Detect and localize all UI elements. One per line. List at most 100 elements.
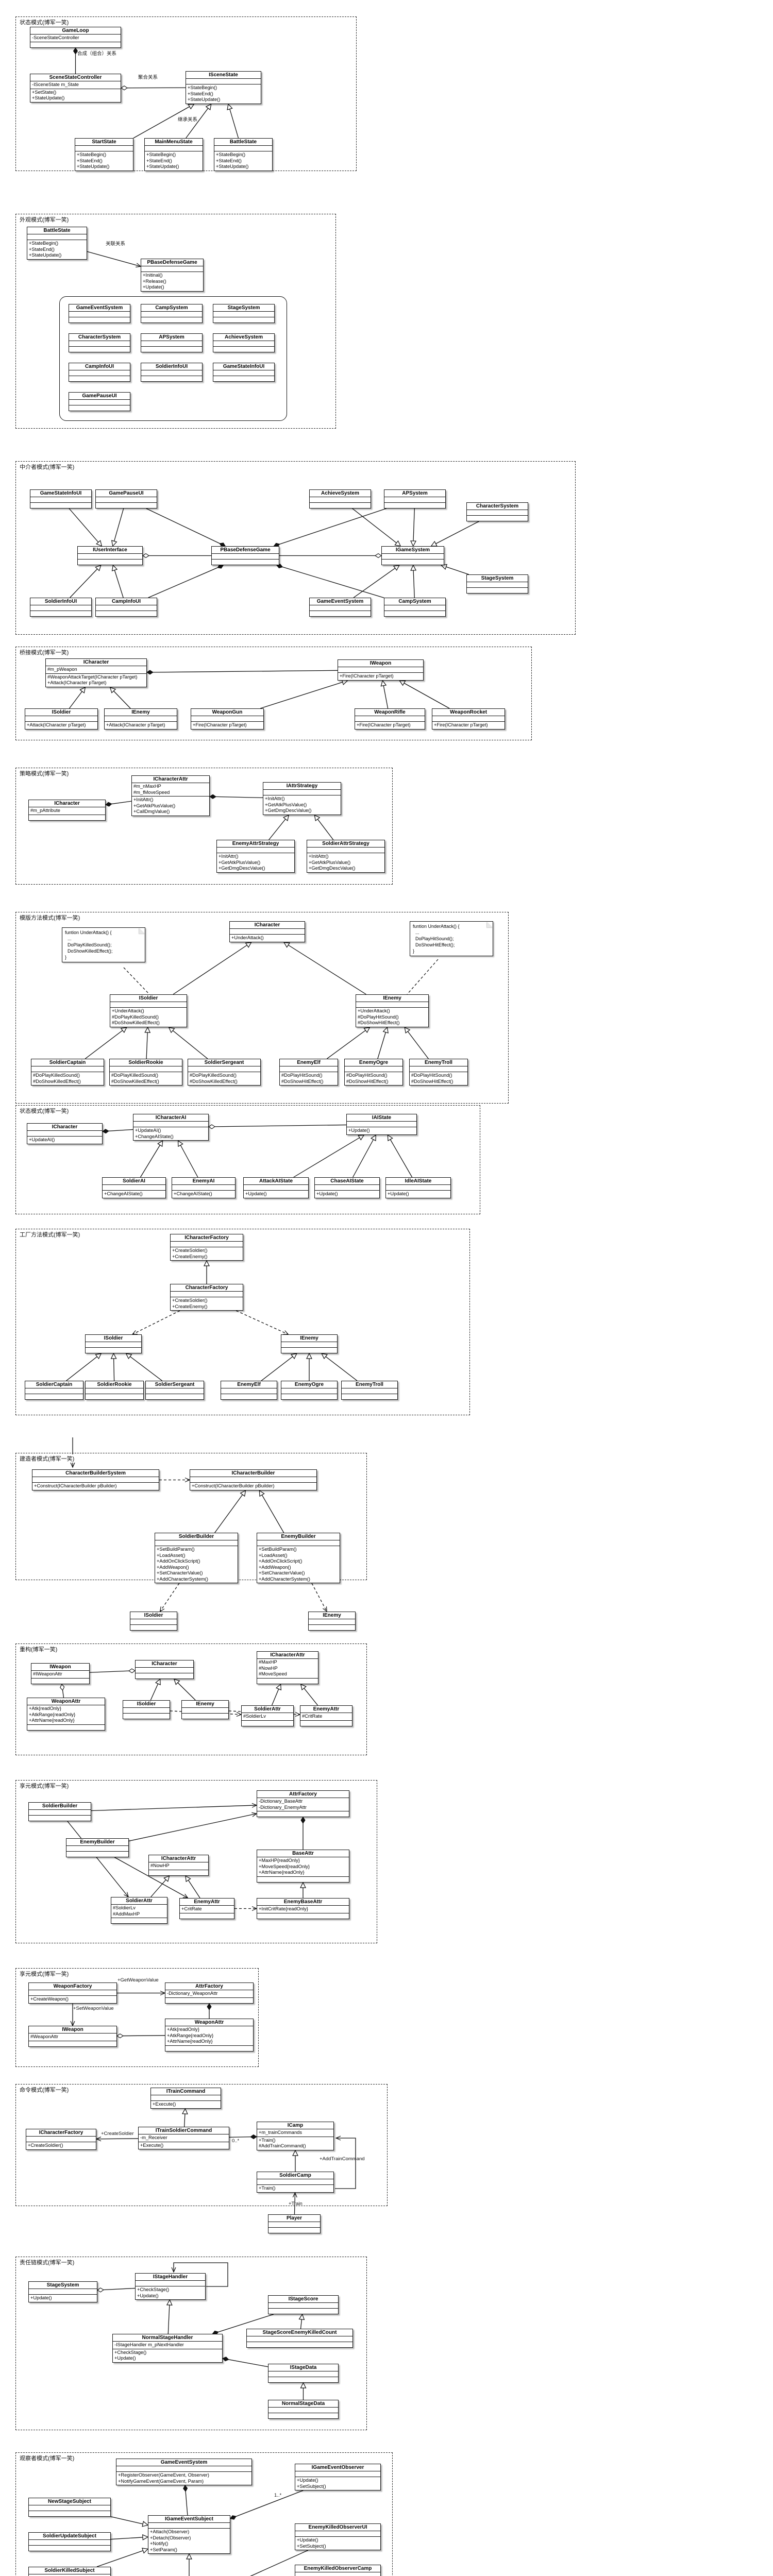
uml-edge-inherit: [380, 680, 389, 709]
class-methods: +Fire(ICharacter pTarget): [432, 721, 505, 729]
class-attributes: [96, 605, 157, 611]
class-methods: [25, 1394, 83, 1399]
class-attributes: [382, 553, 444, 559]
class-attributes: [136, 2280, 205, 2286]
class-name: SoldierAI: [123, 1178, 145, 1184]
class-methods: [281, 1394, 337, 1399]
class-method-row: +Update(): [348, 1128, 370, 1133]
uml-edge-inherit: [440, 564, 469, 575]
class-attribute-row: -Dictionary_BaseAttr: [259, 1799, 303, 1804]
class-methods: [213, 317, 274, 323]
class-method-row: #DoPlayKilledSound(): [111, 1073, 158, 1078]
uml-class-box: EnemyElf: [221, 1381, 277, 1400]
class-attributes: [263, 789, 341, 795]
uml-class-box: WeaponRifle+Fire(ICharacter pTarget): [355, 708, 425, 730]
class-attributes: [96, 497, 157, 502]
class-attributes: [25, 1388, 83, 1394]
class-methods: +Update(): [347, 1127, 416, 1134]
uml-class-box: ICharacterAttr#NowHP: [148, 1855, 209, 1876]
uml-class-box: AttrFactory-Dictionary_WeaponAttr: [165, 1982, 254, 2004]
class-methods: +InitAttr()+GetAtkPlusValue()+GetDmgDesc…: [217, 853, 294, 872]
class-name: IEnemy: [323, 1613, 341, 1618]
class-methods: [268, 2227, 320, 2233]
uml-class-box: ISoldier: [85, 1334, 142, 1353]
uml-edge-composition: [212, 2314, 274, 2335]
class-methods: +StateBegin()+StateEnd()+StateUpdate(): [145, 151, 203, 171]
uml-class-box: IEnemy: [181, 1700, 229, 1719]
uml-class-box: GameEventSystem: [69, 304, 130, 323]
class-name: CharacterBuilderSystem: [65, 1470, 126, 1476]
class-attributes: [257, 1540, 340, 1546]
uml-class-box: ICharacter#m_pAttribute: [28, 800, 106, 821]
class-methods: +Update(): [386, 1190, 450, 1198]
uml-class-box: SoldierAttrStrategy+InitAttr()+GetAtkPlu…: [307, 840, 385, 873]
class-attribute-row: -m_Receiver: [140, 2135, 167, 2140]
class-attributes: [116, 2466, 251, 2471]
class-methods: +Initinal()+Release()+Update(): [141, 272, 203, 291]
class-attributes: -SceneStateController: [30, 34, 121, 42]
uml-class-box: ICharacterAttr#m_nMaxHP#m_fMoveSpeed+Ini…: [131, 775, 210, 816]
class-attributes: [133, 1121, 208, 1127]
note-fold-corner-icon: [139, 928, 145, 934]
class-name: EnemyTroll: [356, 1382, 383, 1387]
uml-edge-inherit: [268, 814, 290, 840]
uml-edge-inherit: [327, 1027, 371, 1059]
class-attributes: [345, 1066, 402, 1072]
pattern-section: [15, 1643, 367, 1755]
class-methods: +UpdateAI(): [27, 1136, 102, 1144]
uml-edge-inherit: [85, 1027, 127, 1059]
uml-class-box: APSystem: [384, 489, 446, 509]
section-title: 策略模式(博军一笑): [19, 769, 70, 777]
class-attribute-row: #m_pWeapon: [47, 667, 77, 672]
class-methods: +Execute(): [139, 2141, 229, 2149]
class-name: ISoldier: [104, 1335, 123, 1341]
class-name: APSystem: [402, 490, 428, 496]
class-name: GameLoop: [62, 28, 89, 33]
class-attributes: [347, 1121, 416, 1127]
uml-class-box: AchieveSystem: [213, 333, 275, 352]
class-attributes: [141, 341, 202, 346]
class-name: IAIState: [372, 1115, 392, 1121]
uml-class-box: IEnemy+UnderAttack()#DoPlayHitSound()#Do…: [356, 994, 429, 1027]
class-name: IAttrStrategy: [286, 783, 318, 789]
class-method-row: +GetDmgDescValue(): [219, 866, 265, 871]
class-attributes: [145, 145, 203, 151]
class-attribute-row: #AddMaxHP: [113, 1911, 140, 1917]
class-method-row: +StateBegin(): [77, 152, 107, 157]
class-methods: +Train(): [257, 2184, 333, 2192]
uml-edge-composition: [146, 508, 226, 547]
note-text-line: DoShowKilledEffect();: [65, 948, 113, 954]
pattern-section: [15, 768, 393, 885]
class-name: SoldierCaptain: [49, 1060, 86, 1065]
class-name: SoldierBuilder: [42, 1803, 78, 1809]
class-name: SoldierUpdateSubject: [43, 2533, 96, 2539]
class-method-row: +ChangeAIState(): [135, 1133, 174, 1139]
class-attributes: [190, 1477, 316, 1482]
uml-class-box: IAIState +Update(): [346, 1114, 417, 1135]
uml-class-box: IWeapon#IWeaponAttr: [31, 1663, 90, 1684]
class-attribute-row: #NowHP: [259, 1665, 278, 1671]
class-attributes: [25, 716, 97, 721]
uml-class-box: SoldierAI+ChangeAIState(): [102, 1177, 166, 1198]
class-name: SoldierSergeant: [155, 1382, 195, 1387]
uml-class-box: CharacterFactory+CreateSoldier()+CreateE…: [170, 1284, 243, 1311]
class-name: ICharacterAI: [155, 1115, 187, 1121]
uml-edge-inherit: [111, 508, 124, 547]
pattern-section: [15, 1229, 470, 1415]
uml-class-box: EnemyOgre: [281, 1381, 338, 1400]
class-attributes: [280, 1066, 338, 1072]
class-name: IEnemy: [196, 1701, 214, 1707]
class-attributes: [281, 1342, 337, 1347]
uml-class-box: ICharacter+UpdateAI(): [27, 1123, 103, 1144]
class-methods: [69, 405, 130, 411]
class-method-row: +LoadAsset(): [259, 1552, 288, 1558]
uml-class-box: IStageHandler+CheckStage()+Update(): [135, 2273, 206, 2300]
class-attributes: [105, 716, 177, 721]
class-methods: +CreateSoldier()+CreateEnemy(): [171, 1297, 243, 1310]
uml-note: funtion UnderAttack() { ... DoPlayKilled…: [62, 927, 145, 962]
uml-edge-inherit: [177, 1140, 198, 1178]
uml-class-box: StageSystem+Update(): [28, 2281, 97, 2302]
class-attributes: [342, 1388, 397, 1394]
class-method-row: #DoPlayHitSound(): [346, 1073, 388, 1078]
uml-edge-inherit: [70, 565, 102, 598]
